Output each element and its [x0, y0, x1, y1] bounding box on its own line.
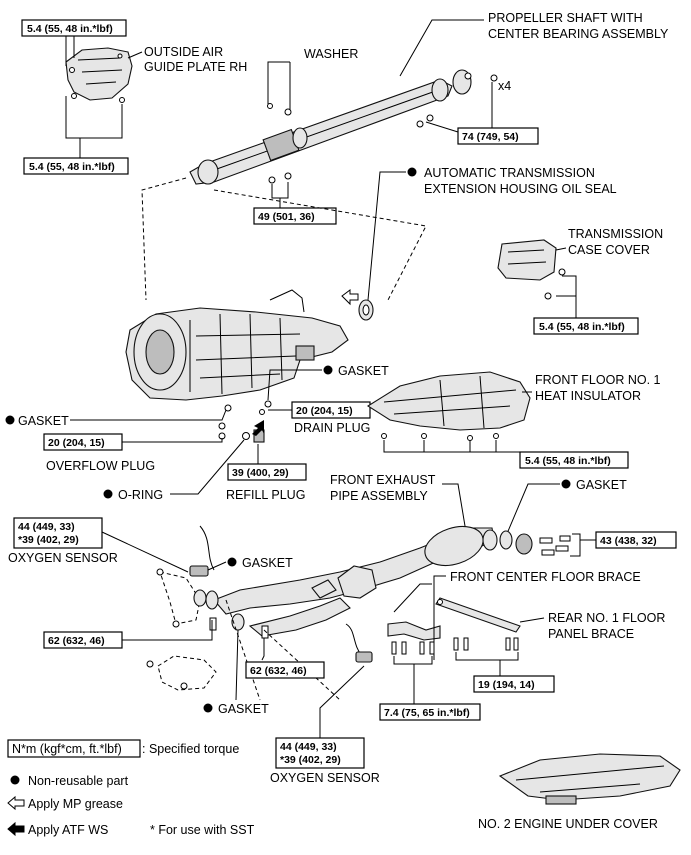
legend-torque-desc: : Specified torque [142, 742, 239, 756]
label-oil-seal-2: EXTENSION HOUSING OIL SEAL [424, 182, 617, 196]
torque-drain-plug: 20 (204, 15) [296, 405, 353, 417]
legend-sst-note: * For use with SST [150, 823, 255, 837]
torque-o2-front: 44 (449, 33) [18, 521, 75, 533]
exhaust-flange [515, 533, 533, 555]
legend-torque-unit: N*m (kgf*cm, ft.*lbf) [12, 742, 122, 756]
legend-mp-grease: Apply MP grease [28, 797, 123, 811]
label-overflow-plug: OVERFLOW PLUG [46, 459, 155, 473]
label-o2-sensor-rear: OXYGEN SENSOR [270, 771, 380, 785]
label-o-ring: O-RING [118, 488, 163, 502]
torque-rear-brace: 19 (194, 14) [478, 679, 535, 691]
label-gasket-drain: GASKET [338, 364, 389, 378]
torque-box-front-center-brace [379, 703, 481, 721]
non-reusable-mark-gasket-o2 [227, 557, 237, 567]
non-reusable-mark-o-ring [103, 489, 113, 499]
gasket-rear [499, 530, 513, 550]
torque-center-bearing: 49 (501, 36) [258, 211, 315, 223]
non-reusable-mark-gasket-rear [561, 479, 571, 489]
torque-o2-front-sst: *39 (402, 29) [18, 534, 79, 546]
label-under-cover: NO. 2 ENGINE UNDER COVER [478, 817, 658, 831]
front-center-floor-brace [387, 583, 441, 655]
legend-atf-ws-icon [7, 821, 25, 837]
legend-non-reusable-icon [10, 775, 20, 785]
atf-ws-arrow-icon [252, 420, 264, 436]
rear-floor-panel-brace [435, 597, 521, 651]
torque-box-center-bearing [253, 207, 337, 225]
torque-box-propeller-flange [457, 127, 539, 145]
oxygen-sensor-rear [345, 623, 373, 663]
legend-atf-ws: Apply ATF WS [28, 823, 108, 837]
torque-box-heat-insulator [519, 451, 629, 469]
torque-overflow-plug: 20 (204, 15) [48, 437, 105, 449]
no2-engine-under-cover [498, 753, 681, 805]
outside-air-guide-plate-rh [65, 47, 133, 103]
torque-guide-plate-top: 5.4 (55, 48 in.*lbf) [27, 23, 113, 35]
non-reusable-mark-gasket-bottom [203, 703, 213, 713]
label-heat-insulator-1: FRONT FLOOR NO. 1 [535, 373, 661, 387]
label-gasket-o2: GASKET [242, 556, 293, 570]
torque-box-guide-plate-bottom [23, 157, 129, 175]
torque-box-manifold-right [245, 661, 325, 679]
torque-exhaust-flange: 43 (438, 32) [600, 535, 657, 547]
torque-o2-rear: 44 (449, 33) [280, 741, 337, 753]
propeller-shaft [189, 69, 498, 185]
torque-case-cover: 5.4 (55, 48 in.*lbf) [539, 321, 625, 333]
non-reusable-mark-gasket-overflow [5, 415, 15, 425]
o-ring [242, 432, 250, 440]
torque-refill-plug: 39 (400, 29) [232, 467, 289, 479]
automatic-transmission [125, 289, 349, 415]
torque-manifold-right: 62 (632, 46) [250, 665, 307, 677]
non-reusable-mark-gasket-drain [323, 365, 333, 375]
torque-box-manifold-left [43, 631, 123, 649]
front-exhaust-pipe-assembly [213, 525, 498, 637]
label-washer: WASHER [304, 47, 358, 61]
legend: N*m (kgf*cm, ft.*lbf) : Specified torque… [7, 739, 255, 837]
label-gasket-overflow: GASKET [18, 414, 69, 428]
torque-heat-insulator: 5.4 (55, 48 in.*lbf) [525, 455, 611, 467]
label-outside-air-2: GUIDE PLATE RH [144, 60, 247, 74]
label-heat-insulator-2: HEAT INSULATOR [535, 389, 641, 403]
torque-box-case-cover [533, 317, 639, 335]
non-reusable-mark-oil-seal [407, 167, 417, 177]
label-o2-sensor-front: OXYGEN SENSOR [8, 551, 118, 565]
torque-box-rear-brace [473, 675, 555, 693]
torque-box-overflow-plug [43, 433, 123, 451]
label-rear-brace-1: REAR NO. 1 FLOOR [548, 611, 665, 625]
label-gasket-bottom: GASKET [218, 702, 269, 716]
label-oil-seal-1: AUTOMATIC TRANSMISSION [424, 166, 595, 180]
label-outside-air-1: OUTSIDE AIR [144, 45, 223, 59]
legend-non-reusable: Non-reusable part [28, 774, 129, 788]
torque-box-o2-sensor-front [13, 517, 103, 549]
label-propeller-2: CENTER BEARING ASSEMBLY [488, 27, 669, 41]
legend-torque-box [7, 739, 141, 758]
label-refill-plug: REFILL PLUG [226, 488, 305, 502]
front-floor-heat-insulator [366, 371, 531, 441]
oxygen-sensor-front [189, 525, 215, 577]
mp-grease-arrow-icon [341, 289, 359, 306]
torque-box-o2-sensor-rear [275, 737, 365, 769]
torque-box-exhaust-flange [595, 531, 677, 549]
torque-o2-rear-sst: *39 (402, 29) [280, 754, 341, 766]
label-exhaust-2: PIPE ASSEMBLY [330, 489, 428, 503]
label-exhaust-1: FRONT EXHAUST [330, 473, 436, 487]
label-case-cover-2: CASE COVER [568, 243, 650, 257]
transmission-case-cover [497, 239, 566, 300]
label-rear-brace-2: PANEL BRACE [548, 627, 634, 641]
label-case-cover-1: TRANSMISSION [568, 227, 663, 241]
label-front-center-brace: FRONT CENTER FLOOR BRACE [450, 570, 641, 584]
torque-propeller-flange: 74 (749, 54) [462, 131, 519, 143]
torque-box-refill-plug [227, 463, 307, 481]
torque-manifold-left: 62 (632, 46) [48, 635, 105, 647]
legend-mp-grease-icon [7, 795, 25, 811]
label-propeller-1: PROPELLER SHAFT WITH [488, 11, 643, 25]
label-drain-plug: DRAIN PLUG [294, 421, 370, 435]
torque-front-center-brace: 7.4 (75, 65 in.*lbf) [384, 707, 470, 719]
torque-guide-plate-bottom: 5.4 (55, 48 in.*lbf) [29, 161, 115, 173]
label-gasket-rear: GASKET [576, 478, 627, 492]
label-x4: x4 [498, 79, 511, 93]
